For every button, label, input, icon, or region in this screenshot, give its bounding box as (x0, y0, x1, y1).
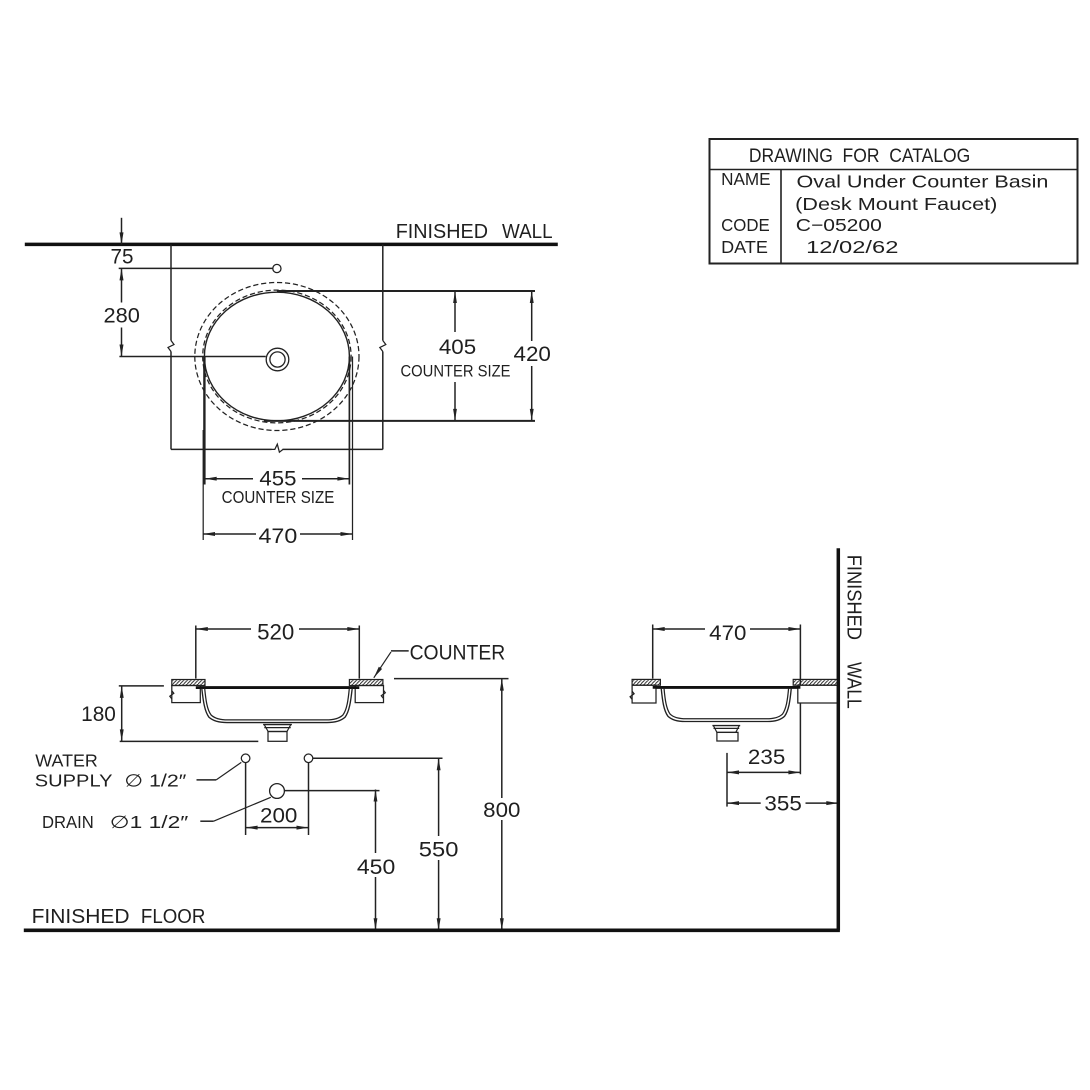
svg-text:235: 235 (748, 746, 785, 769)
svg-text:C−05200: C−05200 (796, 215, 882, 235)
svg-text:SUPPLY: SUPPLY (35, 771, 113, 791)
svg-text:∅1 1/2″: ∅1 1/2″ (110, 812, 189, 832)
svg-text:470: 470 (259, 525, 298, 548)
svg-text:DRAWING FOR CATALOG: DRAWING FOR CATALOG (749, 145, 970, 167)
svg-text:(Desk Mount Faucet): (Desk Mount Faucet) (795, 194, 997, 214)
svg-text:75: 75 (111, 246, 134, 269)
svg-text:420: 420 (514, 343, 551, 366)
svg-text:WALL: WALL (843, 662, 866, 709)
svg-text:405: 405 (439, 336, 476, 359)
svg-text:FINISHED: FINISHED (32, 906, 130, 928)
svg-text:550: 550 (419, 838, 459, 861)
svg-text:COUNTER SIZE: COUNTER SIZE (222, 487, 335, 507)
svg-text:CODE: CODE (721, 215, 770, 235)
svg-text:∅ 1/2″: ∅ 1/2″ (124, 771, 186, 791)
svg-text:180: 180 (81, 703, 116, 726)
svg-text:Oval Under Counter Basin: Oval Under Counter Basin (797, 171, 1049, 191)
svg-text:WALL: WALL (502, 220, 553, 243)
svg-text:FLOOR: FLOOR (141, 906, 206, 928)
svg-text:FINISHED: FINISHED (396, 220, 488, 243)
svg-text:DATE: DATE (721, 237, 768, 257)
svg-text:COUNTER: COUNTER (410, 642, 506, 665)
svg-text:355: 355 (764, 792, 801, 815)
svg-text:DRAIN: DRAIN (42, 812, 94, 832)
svg-text:12/02/62: 12/02/62 (806, 237, 898, 257)
svg-text:NAME: NAME (721, 169, 771, 189)
svg-text:520: 520 (257, 620, 294, 645)
svg-text:WATER: WATER (35, 751, 98, 771)
svg-text:280: 280 (104, 305, 140, 328)
svg-text:800: 800 (483, 799, 520, 822)
svg-text:455: 455 (259, 467, 296, 490)
svg-text:COUNTER SIZE: COUNTER SIZE (401, 361, 511, 380)
svg-text:470: 470 (709, 622, 746, 645)
svg-text:200: 200 (260, 805, 297, 828)
svg-text:FINISHED: FINISHED (843, 555, 866, 640)
svg-text:450: 450 (357, 856, 395, 879)
